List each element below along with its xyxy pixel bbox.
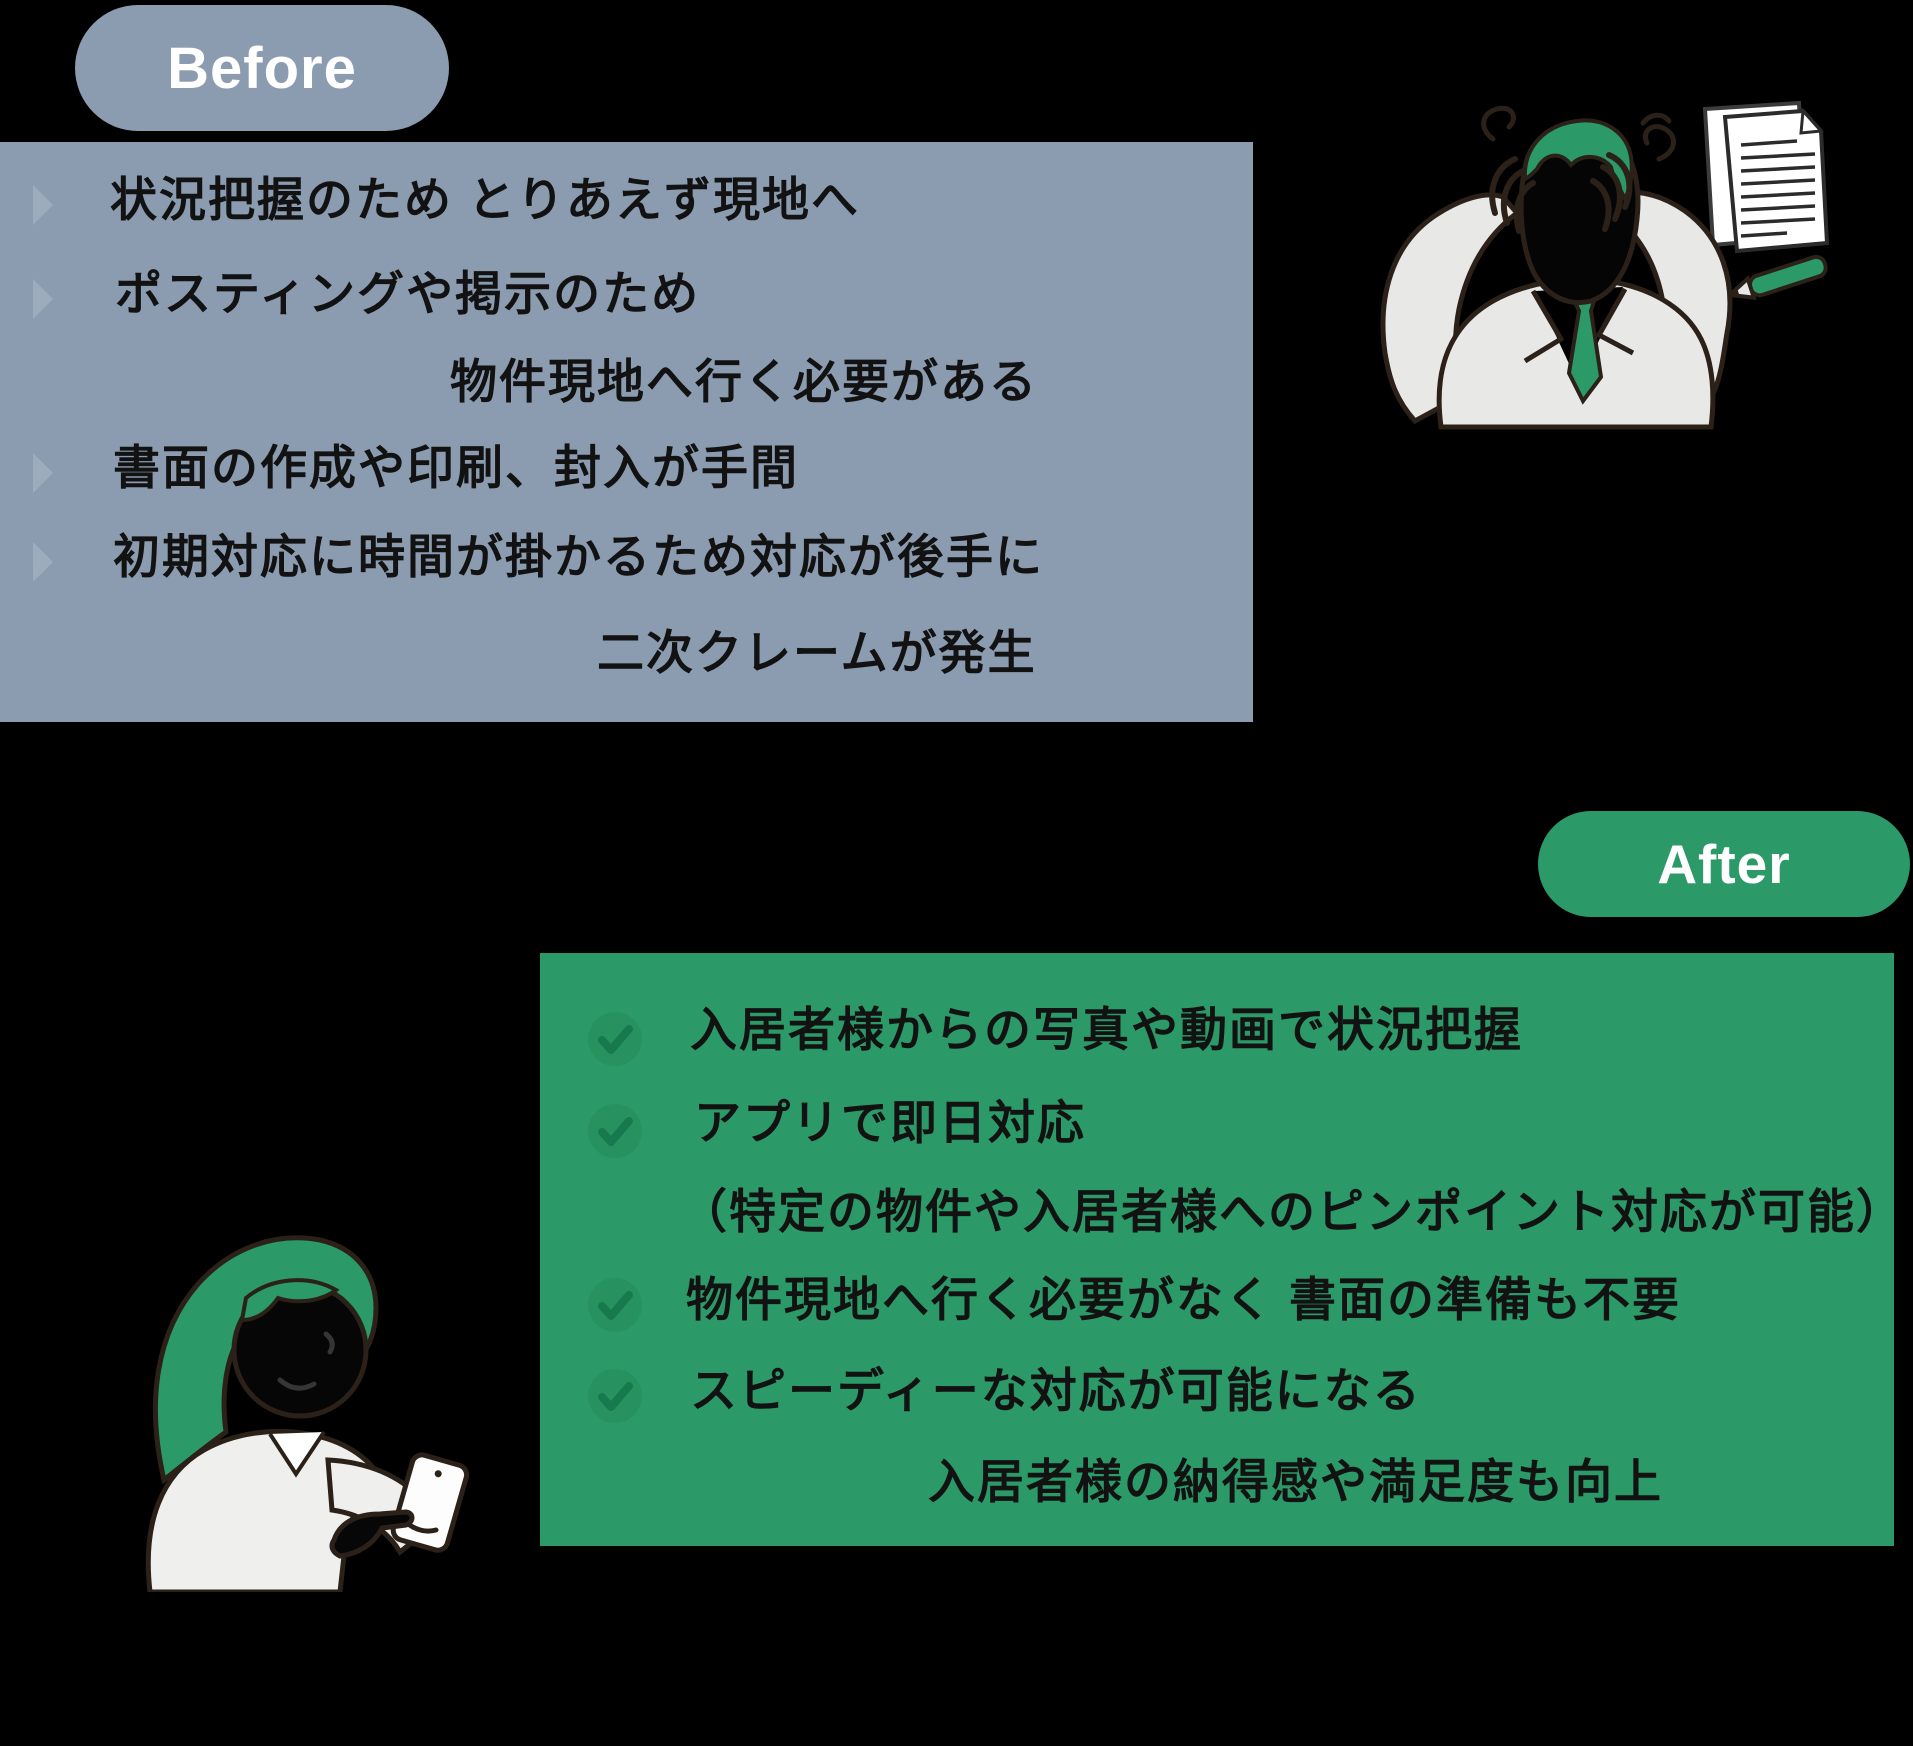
triangle-bullet-icon — [33, 185, 53, 225]
stress-squiggle-icon — [1481, 105, 1676, 162]
before-badge: Before — [75, 5, 449, 131]
before-item: 状況把握のため とりあえず現地へ — [110, 173, 861, 226]
triangle-bullet-icon — [33, 453, 53, 493]
check-circle-icon — [588, 1012, 642, 1066]
before-item-indented: 物件現地へ行く必要がある — [450, 355, 1038, 408]
stressed-person-illustration — [1380, 100, 1830, 430]
smartphone-icon — [390, 1452, 470, 1553]
document-icon — [1702, 100, 1830, 254]
triangle-bullet-icon — [33, 279, 53, 319]
before-item: ポスティングや掲示のため — [115, 267, 701, 320]
after-panel: 入居者様からの写真や動画で状況把握 アプリで即日対応 （特定の物件や入居者様への… — [540, 953, 1903, 1546]
after-item: アプリで即日対応 — [694, 1096, 1086, 1149]
pencil-icon — [1725, 254, 1828, 300]
after-item-note: （特定の物件や入居者様へのピンポイント対応が可能） — [680, 1185, 1905, 1238]
before-item: 初期対応に時間が掛かるため対応が後手に — [113, 530, 1044, 583]
before-panel: 状況把握のため とりあえず現地へ ポスティングや掲示のため 物件現地へ行く必要が… — [0, 142, 1253, 722]
triangle-bullet-icon — [33, 542, 53, 582]
after-item: 物件現地へ行く必要がなく 書面の準備も不要 — [686, 1273, 1682, 1326]
left-arm — [1380, 192, 1521, 425]
check-circle-icon — [588, 1278, 642, 1332]
smartphone-user-illustration — [145, 1235, 470, 1592]
after-item-indented: 入居者様の納得感や満足度も向上 — [928, 1455, 1663, 1508]
collar — [268, 1430, 326, 1478]
pointing-hand — [329, 1509, 415, 1559]
check-circle-icon — [588, 1104, 642, 1158]
after-badge-label: After — [1657, 833, 1791, 895]
before-item-indented: 二次クレームが発生 — [597, 626, 1037, 679]
after-item: 入居者様からの写真や動画で状況把握 — [690, 1003, 1523, 1056]
after-item: スピーディーな対応が可能になる — [690, 1364, 1422, 1417]
before-badge-label: Before — [167, 35, 357, 101]
after-badge: After — [1538, 811, 1910, 917]
hands — [1489, 152, 1633, 234]
before-item: 書面の作成や印刷、封入が手間 — [113, 441, 799, 494]
bang — [239, 1278, 340, 1323]
check-circle-icon — [588, 1369, 642, 1423]
